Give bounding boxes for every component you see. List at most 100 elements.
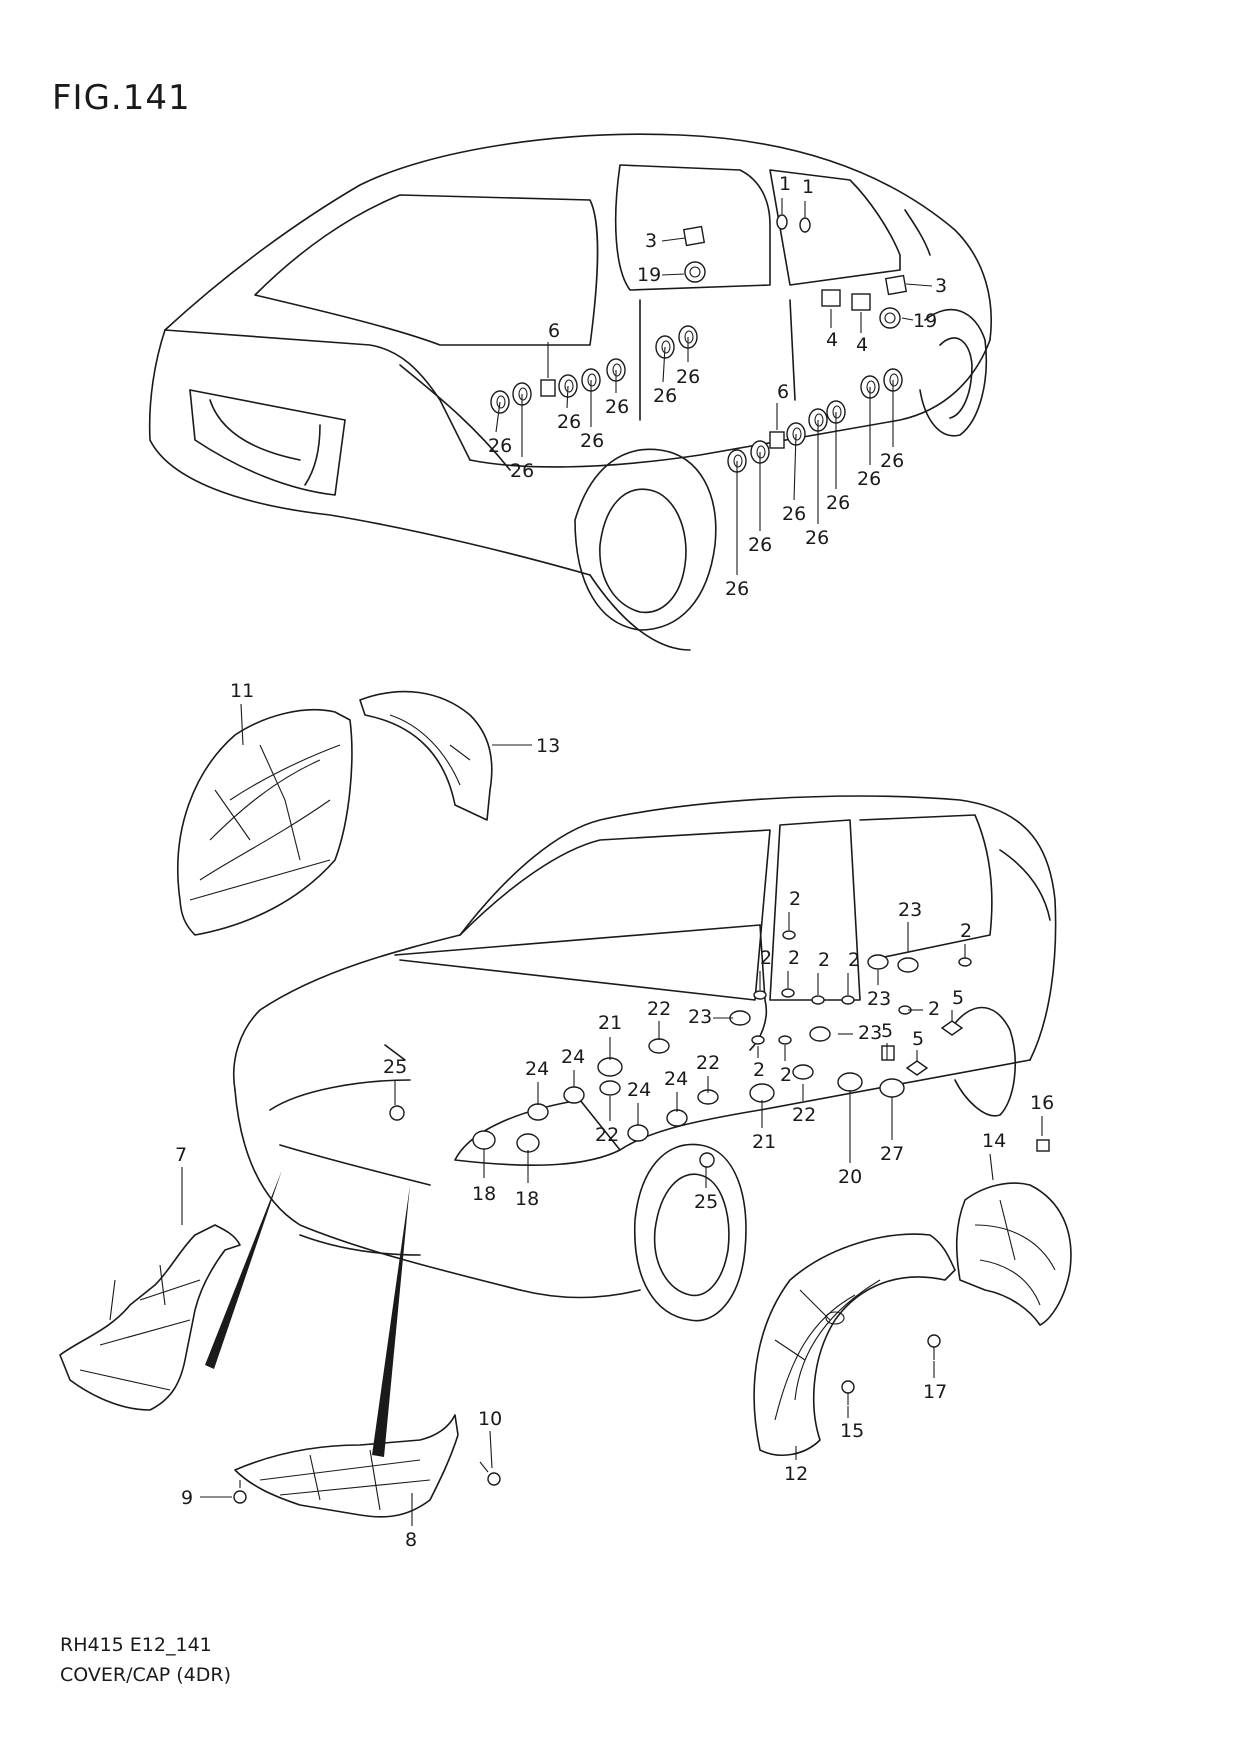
callout-12: 12 — [784, 1463, 808, 1485]
callout-23: 23 — [858, 1022, 882, 1044]
callout-2: 2 — [780, 1064, 792, 1086]
callout-17: 17 — [923, 1381, 947, 1403]
callout-5: 5 — [952, 987, 964, 1009]
callout-5: 5 — [881, 1020, 893, 1042]
under-cover-8 — [234, 1414, 459, 1518]
callout-22: 22 — [647, 998, 671, 1020]
callout-2: 2 — [753, 1059, 765, 1081]
drawing-code: RH415 E12_141 — [60, 1634, 212, 1656]
grommet-26-inner — [832, 405, 842, 419]
callout-26: 26 — [605, 396, 629, 418]
plug-2 — [778, 1035, 792, 1045]
callout-21: 21 — [752, 1131, 776, 1153]
callout-leader-line — [661, 237, 686, 242]
callout-11: 11 — [230, 680, 254, 702]
callout-8: 8 — [405, 1529, 417, 1551]
plug-2 — [841, 995, 855, 1005]
rear-wheel-liner-14 — [955, 1182, 1072, 1326]
grommet-26-inner — [518, 387, 528, 401]
callout-7: 7 — [175, 1144, 187, 1166]
rear-wheel-liner-12 — [753, 1233, 956, 1456]
grommet-26-inner — [661, 340, 671, 354]
callout-leader-line — [495, 401, 501, 433]
callout-26: 26 — [748, 534, 772, 556]
callout-25: 25 — [694, 1191, 718, 1213]
callout-26: 26 — [805, 527, 829, 549]
callout-26: 26 — [676, 366, 700, 388]
callout-10: 10 — [478, 1408, 502, 1430]
cap-23 — [897, 957, 919, 973]
seal-5 — [905, 1060, 929, 1076]
rear-car-outline — [148, 133, 993, 651]
plug-2 — [782, 930, 796, 940]
plug-2 — [781, 988, 795, 998]
seal-5 — [940, 1020, 964, 1036]
callout-23: 23 — [867, 988, 891, 1010]
callout-19: 19 — [913, 310, 937, 332]
plug-2 — [958, 957, 972, 967]
callout-18: 18 — [515, 1188, 539, 1210]
pointer-arrows — [205, 1170, 410, 1457]
plug-2 — [811, 995, 825, 1005]
callout-25: 25 — [383, 1056, 407, 1078]
callout-26: 26 — [857, 468, 881, 490]
cap-20 — [837, 1072, 863, 1092]
callout-leader-line — [989, 1153, 994, 1181]
callout-3: 3 — [645, 230, 657, 252]
callout-leader-line — [661, 273, 685, 276]
cap-23 — [867, 954, 889, 970]
callout-26: 26 — [557, 411, 581, 433]
callout-13: 13 — [536, 735, 560, 757]
callout-27: 27 — [880, 1143, 904, 1165]
callout-2: 2 — [848, 949, 860, 971]
cap-24 — [563, 1086, 585, 1104]
callout-2: 2 — [960, 920, 972, 942]
cap-24 — [627, 1124, 649, 1142]
grommet-26-inner — [866, 380, 876, 394]
callout-22: 22 — [595, 1124, 619, 1146]
callout-24: 24 — [561, 1046, 585, 1068]
callout-21: 21 — [598, 1012, 622, 1034]
drawing-description: COVER/CAP (4DR) — [60, 1664, 231, 1686]
callout-22: 22 — [792, 1104, 816, 1126]
cap-23 — [809, 1026, 831, 1042]
callout-3: 3 — [935, 275, 947, 297]
callout-2: 2 — [818, 949, 830, 971]
callout-leader-line — [901, 317, 914, 321]
callout-22: 22 — [696, 1052, 720, 1074]
callout-26: 26 — [488, 435, 512, 457]
callout-leader-line — [793, 433, 797, 501]
callout-20: 20 — [838, 1166, 862, 1188]
grommet-26-inner — [814, 413, 824, 427]
grommet-26-inner — [496, 395, 506, 409]
grommet-26-inner — [889, 373, 899, 387]
callout-leader-line — [240, 703, 244, 746]
cap-22 — [599, 1080, 621, 1096]
callout-1: 1 — [802, 176, 814, 198]
callout-24: 24 — [627, 1079, 651, 1101]
callout-2: 2 — [789, 888, 801, 910]
callout-4: 4 — [826, 329, 838, 351]
callout-leader-line — [566, 385, 569, 409]
grommet-26-inner — [684, 330, 694, 344]
callout-26: 26 — [880, 450, 904, 472]
front-wheel-liner-left — [176, 709, 353, 936]
callout-26: 26 — [580, 430, 604, 452]
rear-car-plugs — [490, 214, 908, 473]
callout-19: 19 — [637, 264, 661, 286]
cap-24 — [666, 1109, 688, 1127]
callout-2: 2 — [788, 947, 800, 969]
callout-5: 5 — [912, 1028, 924, 1050]
callout-leaders — [181, 198, 1043, 1526]
grommet-26-inner — [564, 379, 574, 393]
front-wheel-liner-right-13 — [359, 690, 493, 821]
callout-1: 1 — [779, 173, 791, 195]
grommet-26-inner — [792, 427, 802, 441]
callout-16: 16 — [1030, 1092, 1054, 1114]
callout-26: 26 — [782, 503, 806, 525]
front-car-outline — [232, 795, 1057, 1322]
cap-22 — [792, 1064, 814, 1080]
grommet-26-inner — [756, 445, 766, 459]
